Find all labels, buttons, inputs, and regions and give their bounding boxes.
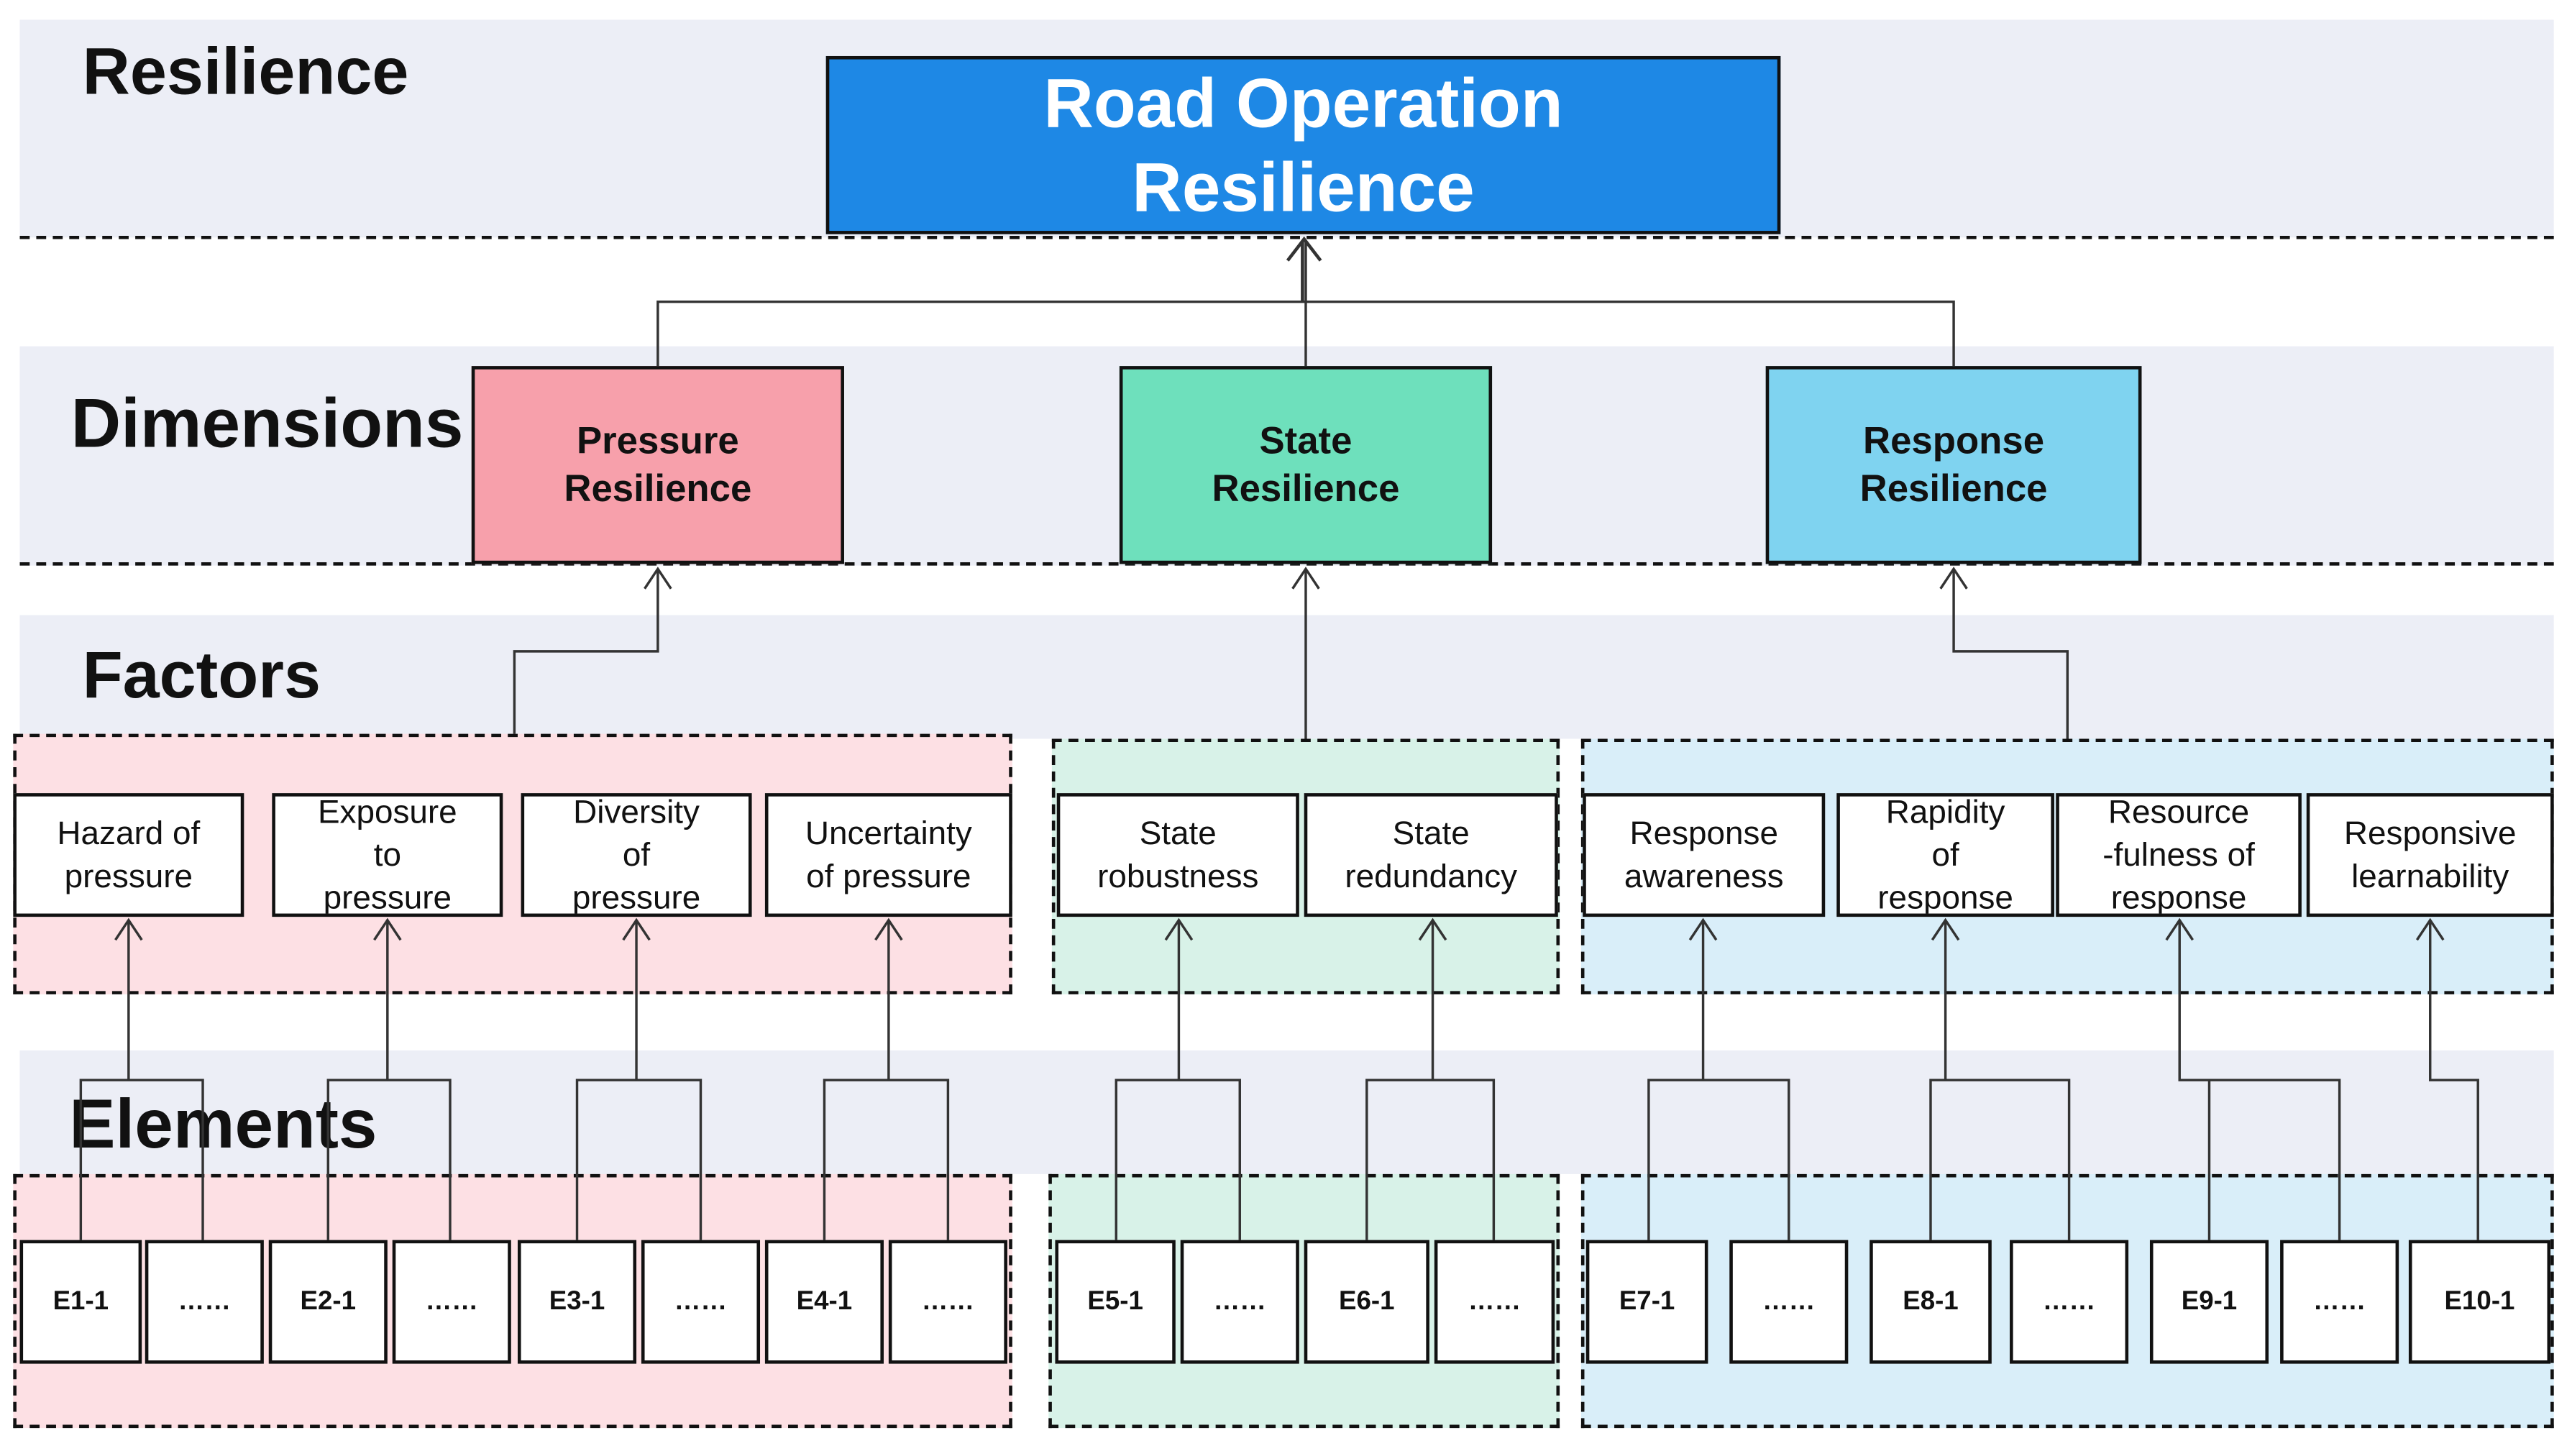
- factor-box-hazard-of-pressure: Hazard of pressure: [13, 793, 244, 917]
- dimension-label-state: State Resilience: [1212, 418, 1400, 510]
- element-box: E3-1: [517, 1240, 637, 1364]
- factor-box-exposure-to-pressure: Exposure to pressure: [272, 793, 503, 917]
- factor-label: Hazard of pressure: [57, 815, 201, 895]
- element-box: E2-1: [268, 1240, 388, 1364]
- connector-elements-factor-4: [823, 1079, 950, 1240]
- factor-box-responsive-learnability: Responsive learnability: [2306, 793, 2554, 917]
- element-box: ……: [1180, 1240, 1299, 1364]
- connector-elements-factor-8: [1929, 1079, 2071, 1240]
- element-box: ……: [1729, 1240, 1849, 1364]
- factor-label: Rapidity of response: [1877, 794, 2013, 916]
- dimension-label-pressure: Pressure Resilience: [564, 418, 752, 510]
- arrow-head-state: [1291, 567, 1320, 590]
- arrow-head-response: [1939, 567, 1968, 590]
- arrow-head-factor-3: [622, 917, 651, 941]
- element-box: ……: [641, 1240, 761, 1364]
- arrow-head-factor-6: [1418, 917, 1447, 941]
- arrow-head-factor-7: [1688, 917, 1718, 941]
- connector-response-factors: [1952, 569, 2069, 739]
- connector-stem-factor-9: [2178, 920, 2210, 1081]
- connector-elements-factor-10: [2429, 920, 2479, 1240]
- element-box: E6-1: [1304, 1240, 1429, 1364]
- dimension-label-response: Response Resilience: [1859, 418, 2048, 510]
- separator-line-middle: [19, 562, 2554, 566]
- factor-box-state-redundancy: State redundancy: [1304, 793, 1558, 917]
- arrow-head-factor-4: [874, 917, 903, 941]
- factor-label: Uncertainty of pressure: [805, 815, 972, 895]
- level-label-elements: Elements: [69, 1085, 377, 1163]
- level-label-dimensions: Dimensions: [70, 384, 464, 462]
- factor-box-uncertainty-of-pressure: Uncertainty of pressure: [764, 793, 1012, 917]
- factor-box-rapidity-of-response: Rapidity of response: [1836, 793, 2054, 917]
- dimension-node-state: State Resilience: [1119, 366, 1493, 564]
- connector-elements-factor-3: [575, 1079, 703, 1240]
- element-box: E8-1: [1869, 1240, 1992, 1364]
- element-box: E4-1: [764, 1240, 884, 1364]
- dimension-node-pressure: Pressure Resilience: [471, 366, 844, 564]
- connector-pressure-factors: [513, 569, 659, 734]
- root-node: Road Operation Resilience: [825, 55, 1781, 234]
- factor-box-resourcefulness-of-response: Resource -fulness of response: [2056, 793, 2302, 917]
- factor-label: Resource -fulness of response: [2102, 794, 2255, 916]
- element-box: E5-1: [1055, 1240, 1176, 1364]
- arrow-head-pressure: [644, 567, 672, 590]
- factor-label: Diversity of pressure: [572, 794, 701, 916]
- factor-label: Response awareness: [1624, 815, 1784, 895]
- element-box: E10-1: [2408, 1240, 2551, 1364]
- factor-box-diversity-of-pressure: Diversity of pressure: [521, 793, 752, 917]
- arrow-head-factor-10: [2415, 917, 2445, 941]
- separator-line-top: [19, 235, 2554, 239]
- element-box: ……: [2010, 1240, 2129, 1364]
- element-box: ……: [888, 1240, 1007, 1364]
- band-factors: [19, 615, 2554, 739]
- root-node-label: Road Operation Resilience: [1043, 64, 1563, 226]
- connector-elements-factor-7: [1647, 1079, 1790, 1240]
- arrow-head-factor-2: [373, 917, 402, 941]
- element-box: ……: [145, 1240, 264, 1364]
- connector-elements-factor-5: [1115, 1079, 1241, 1240]
- arrow-head-factor-9: [2165, 917, 2194, 941]
- factor-label: Responsive learnability: [2343, 815, 2517, 895]
- dimension-node-response: Response Resilience: [1765, 366, 2142, 564]
- level-label-factors: Factors: [82, 639, 321, 713]
- level-label-resilience: Resilience: [82, 36, 409, 109]
- element-box: ……: [2280, 1240, 2399, 1364]
- element-box: E1-1: [19, 1240, 142, 1364]
- element-box: ……: [392, 1240, 511, 1364]
- element-box: E9-1: [2149, 1240, 2269, 1364]
- connector-elements-factor-2: [326, 1079, 452, 1240]
- factor-label: State redundancy: [1345, 815, 1518, 895]
- connector-elements-factor-6: [1365, 1079, 1496, 1240]
- factor-box-state-robustness: State robustness: [1056, 793, 1299, 917]
- element-box: ……: [1434, 1240, 1555, 1364]
- element-box: E7-1: [1585, 1240, 1708, 1364]
- arrow-head-factor-1: [114, 917, 143, 941]
- arrow-head-factor-8: [1931, 917, 1960, 941]
- arrow-head-factor-5: [1164, 917, 1194, 941]
- factor-label: Exposure to pressure: [317, 794, 457, 916]
- connector-elements-factor-1: [79, 1079, 204, 1240]
- connector-elements-factor-9: [2207, 1079, 2341, 1240]
- band-elements: [19, 1050, 2554, 1174]
- arrow-head-root: [1286, 236, 1322, 262]
- factor-box-response-awareness: Response awareness: [1583, 793, 1826, 917]
- factor-label: State robustness: [1097, 815, 1259, 895]
